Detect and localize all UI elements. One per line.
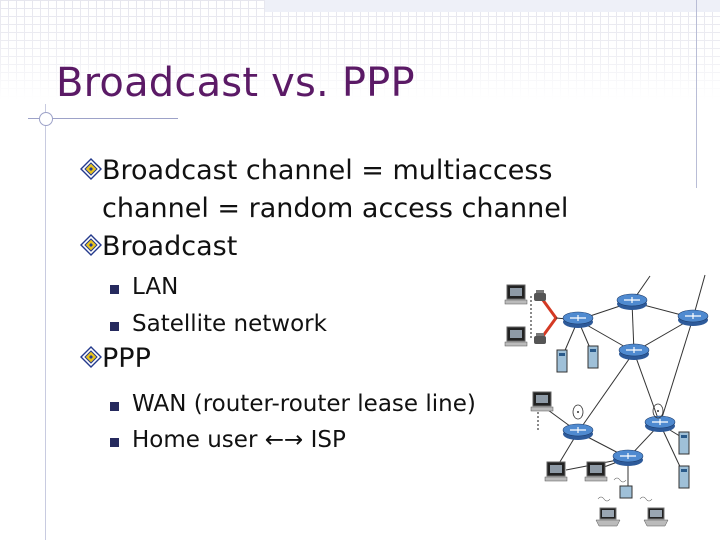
router-icon bbox=[644, 415, 676, 432]
sub-bullet-text: WAN (router-router lease line) bbox=[132, 391, 476, 417]
bullet-ppp: PPP bbox=[80, 340, 151, 378]
router-icon bbox=[618, 343, 650, 360]
sub-bullet-satellite: Satellite network bbox=[110, 308, 327, 340]
bullet-text: PPP bbox=[102, 343, 151, 374]
decorative-left-line bbox=[45, 104, 46, 540]
computer-icon bbox=[504, 326, 528, 347]
satellite-dish-icon bbox=[652, 403, 664, 419]
router-icon bbox=[677, 309, 709, 326]
sub-bullet-text: Satellite network bbox=[132, 311, 327, 337]
bullet-broadcast: Broadcast bbox=[80, 228, 237, 266]
router-icon bbox=[562, 311, 594, 328]
decorative-title-underline bbox=[28, 118, 178, 119]
switch-icon bbox=[587, 345, 599, 369]
square-bullet-icon bbox=[110, 285, 119, 294]
computer-icon bbox=[504, 284, 528, 305]
slide-title: Broadcast vs. PPP bbox=[56, 60, 415, 106]
diamond-bullet-icon bbox=[80, 158, 102, 180]
decorative-right-line bbox=[696, 0, 697, 188]
satellite-dish-icon bbox=[572, 404, 584, 420]
switch-icon bbox=[678, 431, 690, 455]
sub-bullet-wan: WAN (router-router lease line) bbox=[110, 388, 476, 420]
square-bullet-icon bbox=[110, 322, 119, 331]
switch-icon bbox=[619, 485, 633, 499]
sub-bullet-text: LAN bbox=[132, 274, 179, 300]
telephone-icon bbox=[534, 333, 546, 344]
laptop-icon bbox=[595, 507, 621, 527]
bullet-broadcast-channel: Broadcast channel = multiaccess channel … bbox=[80, 152, 640, 228]
bullet-text: Broadcast bbox=[102, 231, 238, 262]
diamond-bullet-icon bbox=[80, 346, 102, 368]
sub-bullet-text: Home user ←→ ISP bbox=[132, 427, 346, 453]
background-grid-fade bbox=[0, 0, 720, 100]
diamond-bullet-icon bbox=[80, 234, 102, 256]
bullet-text: Broadcast channel = multiaccess channel … bbox=[102, 155, 569, 224]
sub-bullet-lan: LAN bbox=[110, 271, 178, 303]
wireless-wave-icon bbox=[597, 477, 653, 502]
computer-icon bbox=[544, 461, 568, 482]
square-bullet-icon bbox=[110, 438, 119, 447]
router-icon bbox=[616, 293, 648, 310]
router-icon bbox=[562, 423, 594, 440]
switch-icon bbox=[678, 465, 690, 489]
square-bullet-icon bbox=[110, 402, 119, 411]
telephone-icon bbox=[534, 290, 546, 301]
router-icon bbox=[612, 449, 644, 466]
laptop-icon bbox=[643, 507, 669, 527]
decorative-crosshair-icon bbox=[39, 112, 53, 126]
network-topology-illustration bbox=[504, 274, 709, 527]
decorative-top-bar bbox=[265, 0, 720, 12]
switch-icon bbox=[556, 349, 568, 373]
computer-icon bbox=[584, 461, 608, 482]
computer-icon bbox=[530, 391, 554, 412]
sub-bullet-home-user: Home user ←→ ISP bbox=[110, 424, 346, 456]
